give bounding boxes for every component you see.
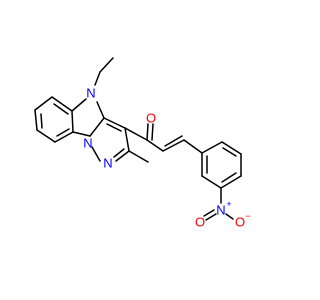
bond — [106, 123, 122, 132]
bond — [183, 139, 203, 154]
bond — [34, 96, 53, 111]
bond — [221, 141, 242, 155]
bond — [221, 172, 237, 183]
atom-label-n-pyrazole-1: N — [83, 136, 92, 151]
bond — [146, 123, 149, 141]
bond — [36, 129, 56, 143]
charge-minus: − — [245, 211, 250, 221]
bond — [96, 101, 105, 119]
atom-label-layer: N N N O N + O O − — [83, 86, 250, 230]
bond — [220, 175, 242, 189]
bond — [56, 128, 70, 137]
bond — [53, 103, 69, 115]
bond — [162, 139, 185, 152]
atom-label-n-indole: N — [86, 86, 95, 101]
bond — [115, 150, 130, 162]
bond — [89, 117, 105, 137]
bond — [113, 148, 125, 158]
bond — [164, 135, 183, 147]
bond — [225, 213, 234, 220]
bond — [54, 131, 74, 143]
bond — [71, 98, 87, 112]
charge-plus: + — [226, 199, 231, 209]
bond — [91, 146, 101, 162]
bond — [146, 139, 164, 152]
bond — [203, 209, 215, 217]
atom-label-o-nitro-double: O — [195, 215, 205, 230]
bond — [34, 109, 38, 131]
bond — [94, 71, 101, 86]
bond — [51, 96, 73, 112]
bond — [40, 113, 43, 129]
bond — [151, 123, 154, 141]
bond — [201, 175, 222, 189]
bond — [201, 141, 223, 154]
atom-label-o-nitro-single: O — [235, 215, 245, 230]
molecule-structure: N N N O N + O O − — [34, 57, 251, 230]
atom-label-o-ketone: O — [146, 111, 156, 126]
bond — [128, 150, 149, 163]
bond — [222, 147, 237, 157]
bond — [124, 127, 130, 152]
bond — [99, 57, 114, 73]
bond — [124, 127, 148, 141]
bond — [103, 117, 126, 129]
bond — [205, 213, 217, 221]
atom-label-n-nitro: N — [216, 203, 225, 218]
atom-label-n-pyrazole-2: N — [103, 156, 112, 171]
bond — [71, 110, 74, 133]
bond — [72, 131, 91, 137]
bond-layer — [34, 57, 242, 221]
